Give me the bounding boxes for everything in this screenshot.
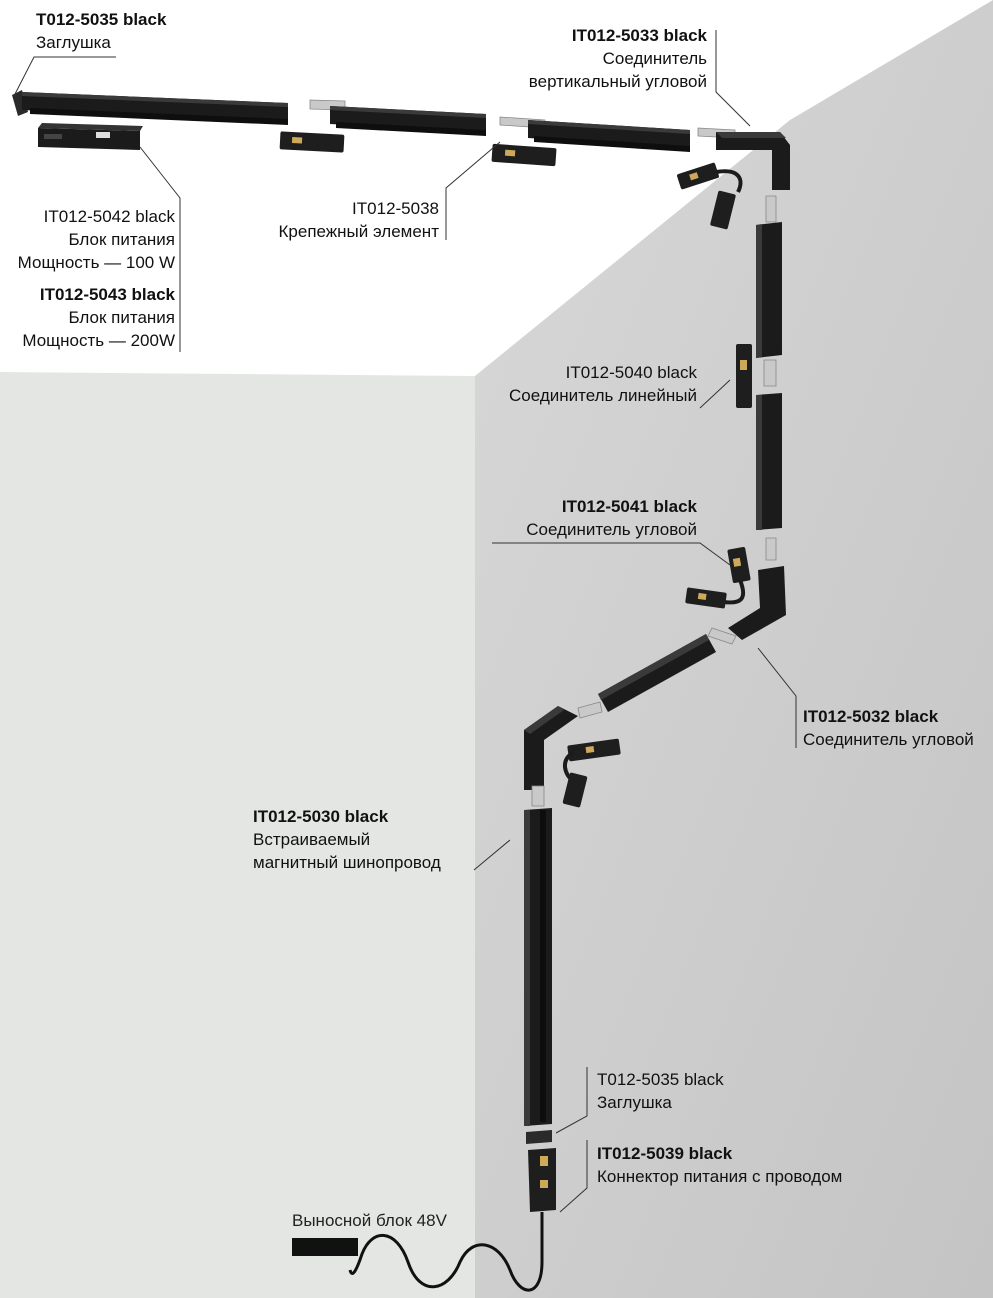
vertical-corner-desc2: вертикальный угловой <box>528 72 707 91</box>
left-wall <box>0 372 475 1298</box>
leader-lines <box>13 30 797 1213</box>
psu-200-desc1: Блок питания <box>68 308 175 327</box>
psu-200-desc2: Мощность — 200W <box>22 331 175 350</box>
track-desc1: Встраиваемый <box>253 830 371 849</box>
track-segment <box>22 92 288 121</box>
power-connector-code: IT012-5039 black <box>597 1144 733 1163</box>
connector-block <box>279 131 345 153</box>
lower-vertical-track <box>292 785 556 1292</box>
corner-desc: Соединитель угловой <box>803 730 974 749</box>
end-cap-top-desc: Заглушка <box>36 33 111 52</box>
power-supply <box>38 123 143 150</box>
psu-100-label: IT012-5042 black Блок питания Мощность —… <box>18 205 175 274</box>
power-connector-label: IT012-5039 black Коннектор питания с про… <box>597 1142 842 1188</box>
linear-connector <box>736 344 752 408</box>
mount-bracket <box>765 537 777 561</box>
right-wall <box>475 0 993 1298</box>
psu-100-desc1: Блок питания <box>68 230 175 249</box>
ceiling-track <box>12 90 790 190</box>
right-wall-track <box>728 195 786 640</box>
linear-label: IT012-5040 black Соединитель линейный <box>509 361 697 407</box>
flexible-corner-connector-mid <box>685 547 751 609</box>
mount-bracket <box>531 785 545 807</box>
connector-block <box>491 143 557 167</box>
corner-flex-desc: Соединитель угловой <box>526 520 697 539</box>
vertical-corner-desc1: Соединитель <box>602 49 707 68</box>
remote-block-label: Выносной блок 48V <box>292 1211 447 1230</box>
remote-block <box>292 1238 358 1256</box>
power-cable <box>348 1212 544 1292</box>
linear-code: IT012-5040 black <box>565 363 697 382</box>
psu-100-code: IT012-5042 black <box>43 207 175 226</box>
mount-bracket <box>577 701 603 719</box>
mount-label: IT012-5038 Крепежный элемент <box>279 197 439 243</box>
ceiling-connectors <box>279 131 557 167</box>
end-cap-bottom-code: T012-5035 black <box>597 1070 724 1089</box>
track-label: IT012-5030 black Встраиваемый магнитный … <box>253 805 441 874</box>
end-cap-bottom-desc: Заглушка <box>597 1093 672 1112</box>
end-cap-bottom <box>526 1130 552 1144</box>
mount-bracket <box>765 195 777 223</box>
diagonal-track <box>524 627 737 790</box>
corner-connector <box>728 566 786 640</box>
psu-100-desc2: Мощность — 100 W <box>17 253 175 272</box>
mount-desc: Крепежный элемент <box>278 222 439 241</box>
track-segment <box>756 222 782 358</box>
vertical-corner-label: IT012-5033 black Соединитель вертикальны… <box>529 24 707 93</box>
corner-flex-code: IT012-5041 black <box>561 497 697 516</box>
flexible-corner-connector-top <box>677 162 743 230</box>
end-cap-top-label: T012-5035 black Заглушка <box>36 8 166 54</box>
corner-code: IT012-5032 black <box>803 707 939 726</box>
psu-200-code: IT012-5043 black <box>39 285 175 304</box>
psu-200-label: IT012-5043 black Блок питания Мощность —… <box>22 283 175 352</box>
mount-bracket <box>763 359 777 387</box>
corner-label: IT012-5032 black Соединитель угловой <box>803 705 974 751</box>
power-connector-desc: Коннектор питания с проводом <box>597 1167 843 1186</box>
track-desc2: магнитный шинопровод <box>253 853 441 872</box>
track-segment <box>528 120 690 148</box>
track-segment <box>598 634 716 712</box>
vertical-corner-code: IT012-5033 black <box>571 26 707 45</box>
mount-bracket <box>707 627 737 645</box>
track-segment <box>756 393 782 530</box>
track-code: IT012-5030 black <box>253 807 389 826</box>
end-cap-bottom-label: T012-5035 black Заглушка <box>597 1068 724 1114</box>
flexible-corner-connector-low <box>562 738 621 808</box>
corner-flex-label: IT012-5041 black Соединитель угловой <box>526 495 697 541</box>
linear-desc: Соединитель линейный <box>509 386 697 405</box>
vertical-corner-connector <box>716 132 790 190</box>
mount-code: IT012-5038 <box>352 199 439 218</box>
end-cap-top-code: T012-5035 black <box>36 10 167 29</box>
